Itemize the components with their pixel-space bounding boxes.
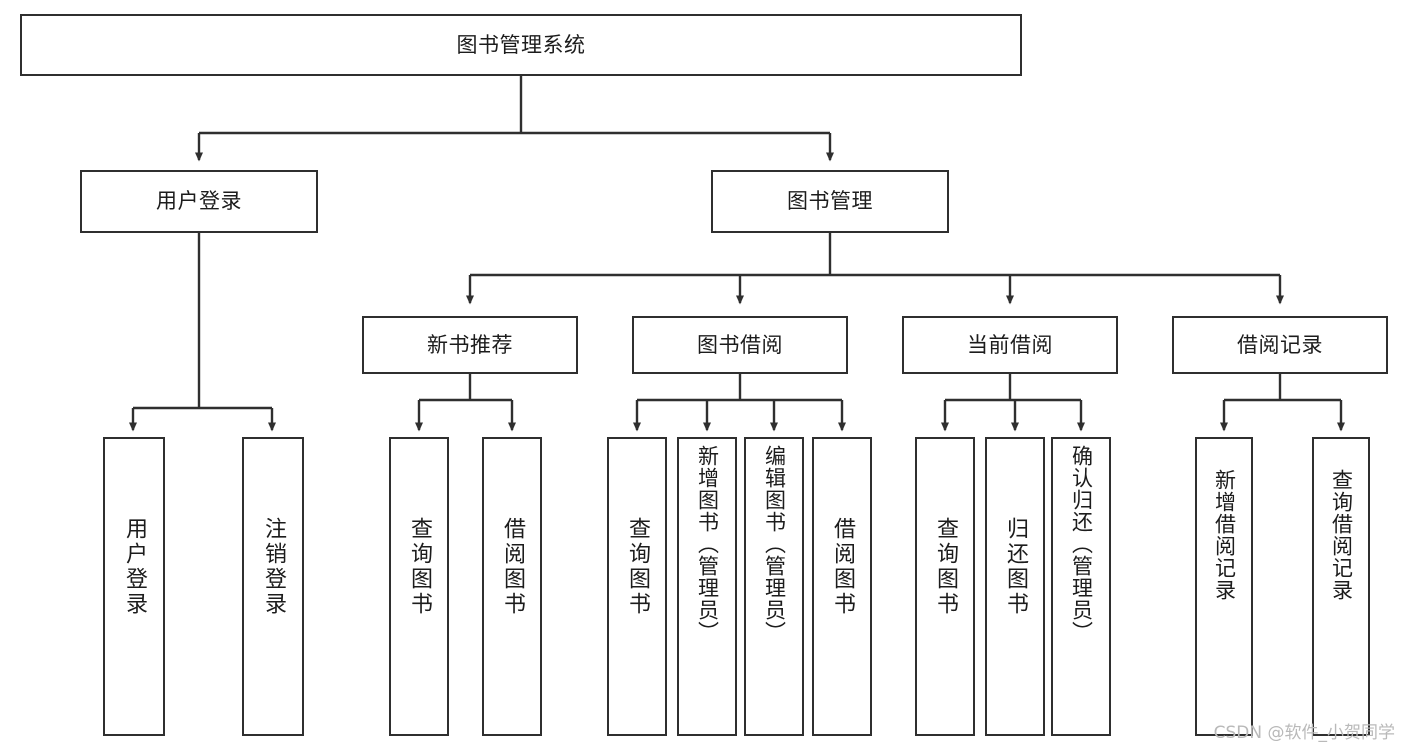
node-leaf-query-book-1-label: 查询图书	[407, 517, 432, 617]
node-leaf-query-book-2-label: 查询图书	[625, 517, 650, 617]
node-leaf-borrow-book-1[interactable]: 借阅图书	[482, 437, 542, 736]
node-leaf-borrow-book-2-label: 借阅图书	[830, 517, 855, 617]
node-leaf-add-book[interactable]: 新增图书（管理员）	[677, 437, 737, 736]
node-leaf-logout-label: 注销登录	[261, 517, 286, 617]
node-borrow-record[interactable]: 借阅记录	[1172, 316, 1388, 374]
node-new-book-recommend[interactable]: 新书推荐	[362, 316, 578, 374]
node-leaf-query-record-label: 查询借阅记录	[1329, 469, 1354, 601]
node-leaf-return-book[interactable]: 归还图书	[985, 437, 1045, 736]
node-user-login[interactable]: 用户登录	[80, 170, 318, 233]
node-book-management[interactable]: 图书管理	[711, 170, 949, 233]
node-leaf-return-book-label: 归还图书	[1003, 517, 1028, 617]
node-leaf-add-book-label: 新增图书（管理员）	[695, 445, 720, 643]
node-book-borrow[interactable]: 图书借阅	[632, 316, 848, 374]
node-leaf-borrow-book-2[interactable]: 借阅图书	[812, 437, 872, 736]
node-leaf-user-login[interactable]: 用户登录	[103, 437, 165, 736]
node-user-login-label: 用户登录	[156, 189, 242, 214]
node-book-borrow-label: 图书借阅	[697, 332, 783, 357]
node-leaf-confirm-return-label: 确认归还（管理员）	[1069, 445, 1094, 643]
node-leaf-borrow-book-1-label: 借阅图书	[500, 517, 525, 617]
node-leaf-add-record[interactable]: 新增借阅记录	[1195, 437, 1253, 736]
node-leaf-edit-book[interactable]: 编辑图书（管理员）	[744, 437, 804, 736]
node-current-borrow[interactable]: 当前借阅	[902, 316, 1118, 374]
node-new-book-recommend-label: 新书推荐	[427, 332, 513, 357]
node-leaf-query-book-3-label: 查询图书	[933, 517, 958, 617]
node-book-management-label: 图书管理	[787, 189, 873, 214]
node-leaf-query-book-1[interactable]: 查询图书	[389, 437, 449, 736]
node-root[interactable]: 图书管理系统	[20, 14, 1022, 76]
node-leaf-query-record[interactable]: 查询借阅记录	[1312, 437, 1370, 736]
node-leaf-query-book-3[interactable]: 查询图书	[915, 437, 975, 736]
node-borrow-record-label: 借阅记录	[1237, 332, 1323, 357]
node-leaf-confirm-return[interactable]: 确认归还（管理员）	[1051, 437, 1111, 736]
watermark-text: CSDN @软件_小贺同学	[1213, 723, 1395, 743]
node-current-borrow-label: 当前借阅	[967, 332, 1053, 357]
node-leaf-add-record-label: 新增借阅记录	[1212, 469, 1237, 601]
node-leaf-logout[interactable]: 注销登录	[242, 437, 304, 736]
node-leaf-edit-book-label: 编辑图书（管理员）	[762, 445, 787, 643]
node-leaf-user-login-label: 用户登录	[122, 517, 147, 617]
node-leaf-query-book-2[interactable]: 查询图书	[607, 437, 667, 736]
node-root-label: 图书管理系统	[456, 32, 586, 57]
